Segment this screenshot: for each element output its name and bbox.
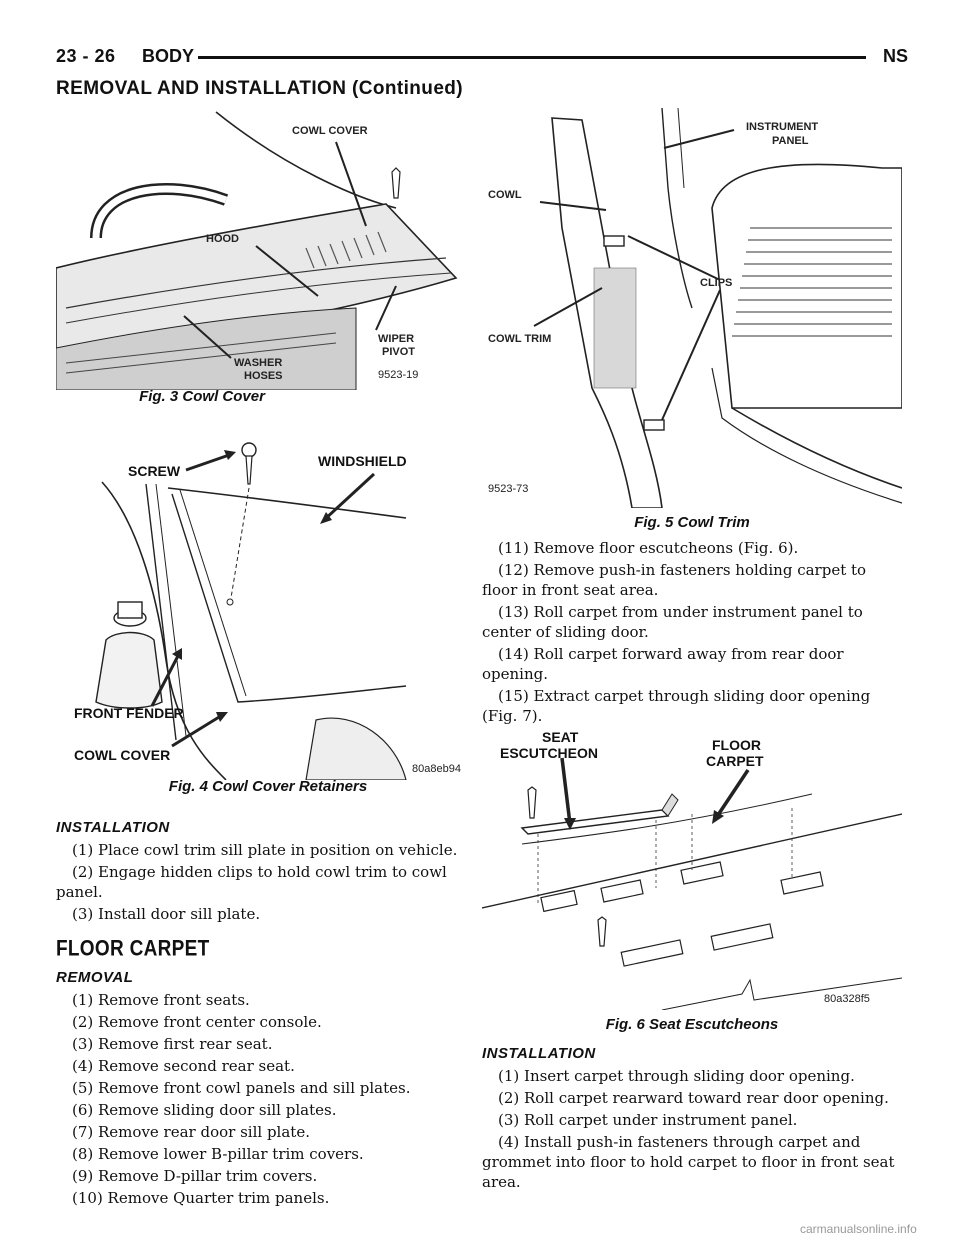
label-hoses: HOSES (244, 370, 283, 382)
cowl-install-step-2: (2) Engage hidden clips to hold cowl tri… (56, 863, 447, 901)
label-wiper: WIPER (378, 333, 414, 345)
removal-step-8: (8) Remove lower B-pillar trim covers. (72, 1145, 364, 1163)
figure-caption: Fig. 6 Seat Escutcheons (605, 1016, 779, 1033)
cowl-trim-illustration: INSTRUMENT PANEL COWL CLIPS COWL TRIM 95… (482, 108, 902, 508)
step-14: (14) Roll carpet forward away from rear … (482, 645, 844, 683)
install-step-3: (3) Roll carpet under instrument panel. (498, 1111, 798, 1129)
figure-caption: Fig. 4 Cowl Cover Retainers (168, 778, 368, 795)
install-step-1: (1) Insert carpet through sliding door o… (498, 1067, 855, 1085)
label-screw: SCREW (128, 463, 181, 479)
removal-step-9: (9) Remove D-pillar trim covers. (72, 1167, 318, 1185)
floor-carpet-removal-continued: (11) Remove floor escutcheons (Fig. 6). … (482, 538, 902, 728)
figure-code: 9523-73 (488, 483, 528, 495)
cowl-install-step-1: (1) Place cowl trim sill plate in positi… (72, 841, 458, 859)
figure-cowl-trim: INSTRUMENT PANEL COWL CLIPS COWL TRIM 95… (482, 108, 902, 538)
cowl-installation-heading: INSTALLATION (56, 819, 170, 836)
label-front-fender: FRONT FENDER (74, 705, 184, 721)
label-cowl-trim: COWL TRIM (488, 333, 551, 345)
seat-escutcheons-illustration: SEAT ESCUTCHEON FLOOR CARPET 80a328f5 (482, 724, 902, 1010)
header-rule (198, 56, 866, 59)
removal-heading: REMOVAL (56, 969, 134, 986)
page-number: 23 - 26 (56, 46, 116, 66)
label-cowl-cover: COWL COVER (292, 125, 368, 137)
label-carpet: CARPET (706, 753, 764, 769)
section-title: BODY (142, 46, 195, 66)
watermark: carmanualsonline.info (800, 1222, 917, 1236)
figure-seat-escutcheons: SEAT ESCUTCHEON FLOOR CARPET 80a328f5 Fi… (482, 724, 902, 1038)
step-12: (12) Remove push-in fasteners holding ca… (482, 561, 867, 599)
installation-heading: INSTALLATION (482, 1045, 596, 1062)
label-instrument: INSTRUMENT (746, 121, 818, 133)
removal-step-6: (6) Remove sliding door sill plates. (72, 1101, 337, 1119)
page-header: 23 - 26 BODY NS (56, 46, 908, 74)
label-panel: PANEL (772, 135, 809, 147)
removal-step-1: (1) Remove front seats. (72, 991, 250, 1009)
figure-caption: Fig. 5 Cowl Trim (634, 514, 750, 531)
cowl-install-step-3: (3) Install door sill plate. (72, 905, 261, 923)
label-cowl: COWL (488, 189, 522, 201)
figure-code: 80a8eb94 (412, 763, 461, 775)
figure-caption: Fig. 3 Cowl Cover (139, 388, 265, 405)
figure-code: 9523-19 (378, 369, 418, 381)
model-code: NS (882, 46, 908, 66)
label-seat: SEAT (542, 729, 579, 745)
install-step-4: (4) Install push-in fasteners through ca… (482, 1133, 895, 1191)
removal-step-5: (5) Remove front cowl panels and sill pl… (72, 1079, 411, 1097)
left-column-text: INSTALLATION (1) Place cowl trim sill pl… (56, 818, 464, 1210)
step-13: (13) Roll carpet from under instrument p… (482, 603, 863, 641)
label-hood: HOOD (206, 233, 239, 245)
cowl-cover-illustration: COWL COVER HOOD WIPER PIVOT WASHER HOSES… (56, 108, 464, 390)
label-escutcheon: ESCUTCHEON (500, 745, 598, 761)
label-pivot: PIVOT (382, 346, 415, 358)
removal-step-3: (3) Remove first rear seat. (72, 1035, 273, 1053)
removal-step-2: (2) Remove front center console. (72, 1013, 322, 1031)
continued-heading: REMOVAL AND INSTALLATION (Continued) (56, 78, 464, 99)
floor-carpet-heading: FLOOR CARPET (56, 936, 210, 961)
figure-cowl-cover-retainers: SCREW WINDSHIELD FRONT FENDER COWL COVER… (56, 440, 464, 810)
label-floor: FLOOR (712, 737, 761, 753)
label-windshield: WINDSHIELD (318, 453, 407, 469)
figure-cowl-cover: COWL COVER HOOD WIPER PIVOT WASHER HOSES… (56, 108, 464, 418)
step-15: (15) Extract carpet through sliding door… (482, 687, 871, 725)
install-step-2: (2) Roll carpet rearward toward rear doo… (498, 1089, 889, 1107)
figure-code: 80a328f5 (824, 993, 870, 1005)
label-cowl-cover: COWL COVER (74, 747, 170, 763)
removal-step-7: (7) Remove rear door sill plate. (72, 1123, 310, 1141)
floor-carpet-installation: INSTALLATION (1) Insert carpet through s… (482, 1044, 902, 1194)
removal-step-4: (4) Remove second rear seat. (72, 1057, 295, 1075)
cowl-retainers-illustration: SCREW WINDSHIELD FRONT FENDER COWL COVER… (56, 440, 464, 780)
label-washer: WASHER (234, 357, 282, 369)
label-clips: CLIPS (700, 277, 732, 289)
step-11: (11) Remove floor escutcheons (Fig. 6). (498, 539, 799, 557)
removal-step-10: (10) Remove Quarter trim panels. (72, 1189, 330, 1207)
